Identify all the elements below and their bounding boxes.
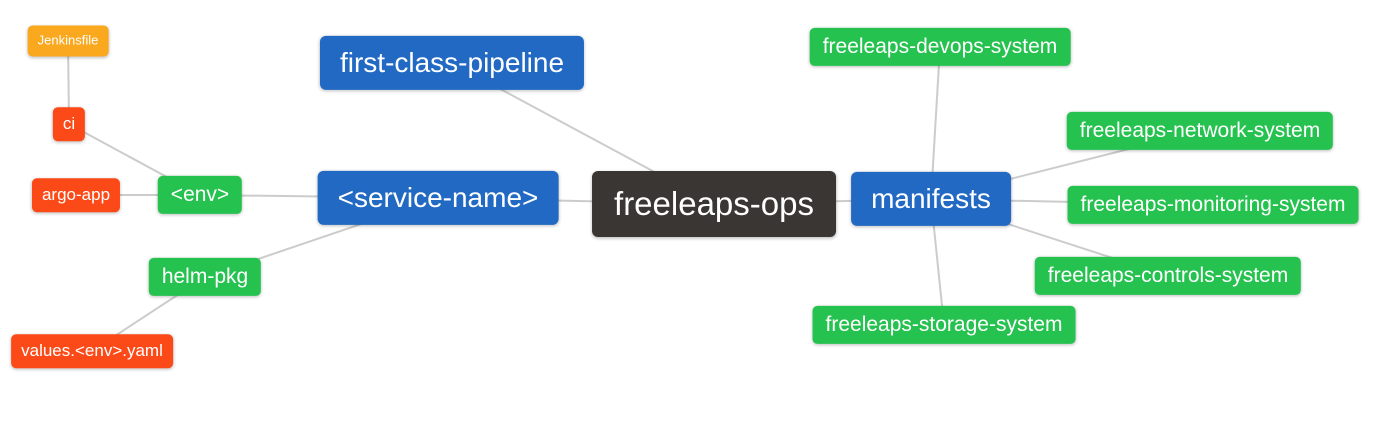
node-helm-pkg[interactable]: helm-pkg — [148, 257, 262, 297]
node-argo-app[interactable]: argo-app — [31, 178, 121, 212]
node-manifests[interactable]: manifests — [851, 171, 1011, 227]
node-jenkinsfile[interactable]: Jenkinsfile — [27, 25, 109, 57]
node-freeleaps-devops-system[interactable]: freeleaps-devops-system — [809, 27, 1071, 67]
node-freeleaps-storage-system[interactable]: freeleaps-storage-system — [812, 305, 1076, 345]
node-freeleaps-ops-root[interactable]: freeleaps-ops — [592, 171, 836, 237]
node-service-name[interactable]: <service-name> — [317, 170, 559, 226]
node-freeleaps-monitoring-system[interactable]: freeleaps-monitoring-system — [1067, 185, 1359, 225]
node-ci[interactable]: ci — [52, 107, 86, 141]
node-env[interactable]: <env> — [157, 175, 243, 215]
node-first-class-pipeline[interactable]: first-class-pipeline — [319, 35, 585, 91]
node-values-env-yaml[interactable]: values.<env>.yaml — [11, 334, 173, 368]
node-freeleaps-controls-system[interactable]: freeleaps-controls-system — [1034, 256, 1302, 296]
node-freeleaps-network-system[interactable]: freeleaps-network-system — [1066, 111, 1334, 151]
